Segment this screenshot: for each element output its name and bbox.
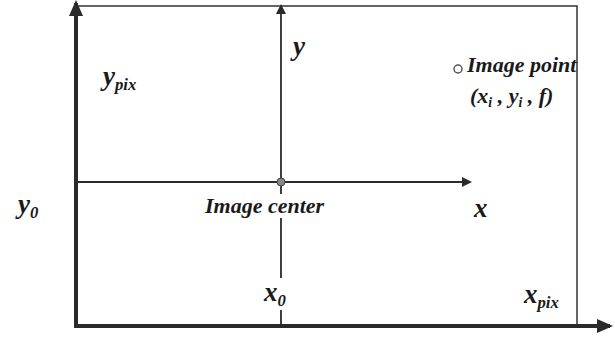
label-text: x xyxy=(264,277,278,307)
center-dot xyxy=(277,178,285,186)
axis-label: x xyxy=(474,194,488,224)
image-frame xyxy=(76,6,577,325)
label-text: x xyxy=(474,193,488,223)
image-point-dot xyxy=(454,65,462,73)
point-label: Image point xyxy=(467,53,576,77)
axis-label: x0 xyxy=(262,278,288,310)
axis-label: ypix xyxy=(103,62,136,94)
image-x-axis xyxy=(76,181,470,183)
label-text: Image center xyxy=(205,193,324,218)
subscript: i xyxy=(488,95,492,110)
label-text: , y xyxy=(492,83,518,108)
axis-label: xpix xyxy=(524,280,559,312)
pixel-x-axis xyxy=(74,324,610,328)
subscript: i xyxy=(518,95,522,110)
label-text: Image point xyxy=(467,52,576,77)
label-text: , f) xyxy=(522,83,553,108)
label-text: y xyxy=(293,31,305,61)
label-text: x xyxy=(524,279,538,309)
label-text: (x xyxy=(470,83,488,108)
point-coordinates: (xi , yi , f) xyxy=(470,84,553,110)
axis-label: y xyxy=(293,32,305,62)
label-text: y xyxy=(18,189,30,219)
label-text: y xyxy=(103,61,115,91)
subscript: 0 xyxy=(278,291,286,310)
pixel-y-axis xyxy=(74,3,78,326)
subscript: pix xyxy=(115,75,136,94)
center-label: Image center xyxy=(203,194,326,218)
subscript: 0 xyxy=(30,203,38,222)
subscript: pix xyxy=(538,293,559,312)
axis-label: y0 xyxy=(18,190,38,222)
